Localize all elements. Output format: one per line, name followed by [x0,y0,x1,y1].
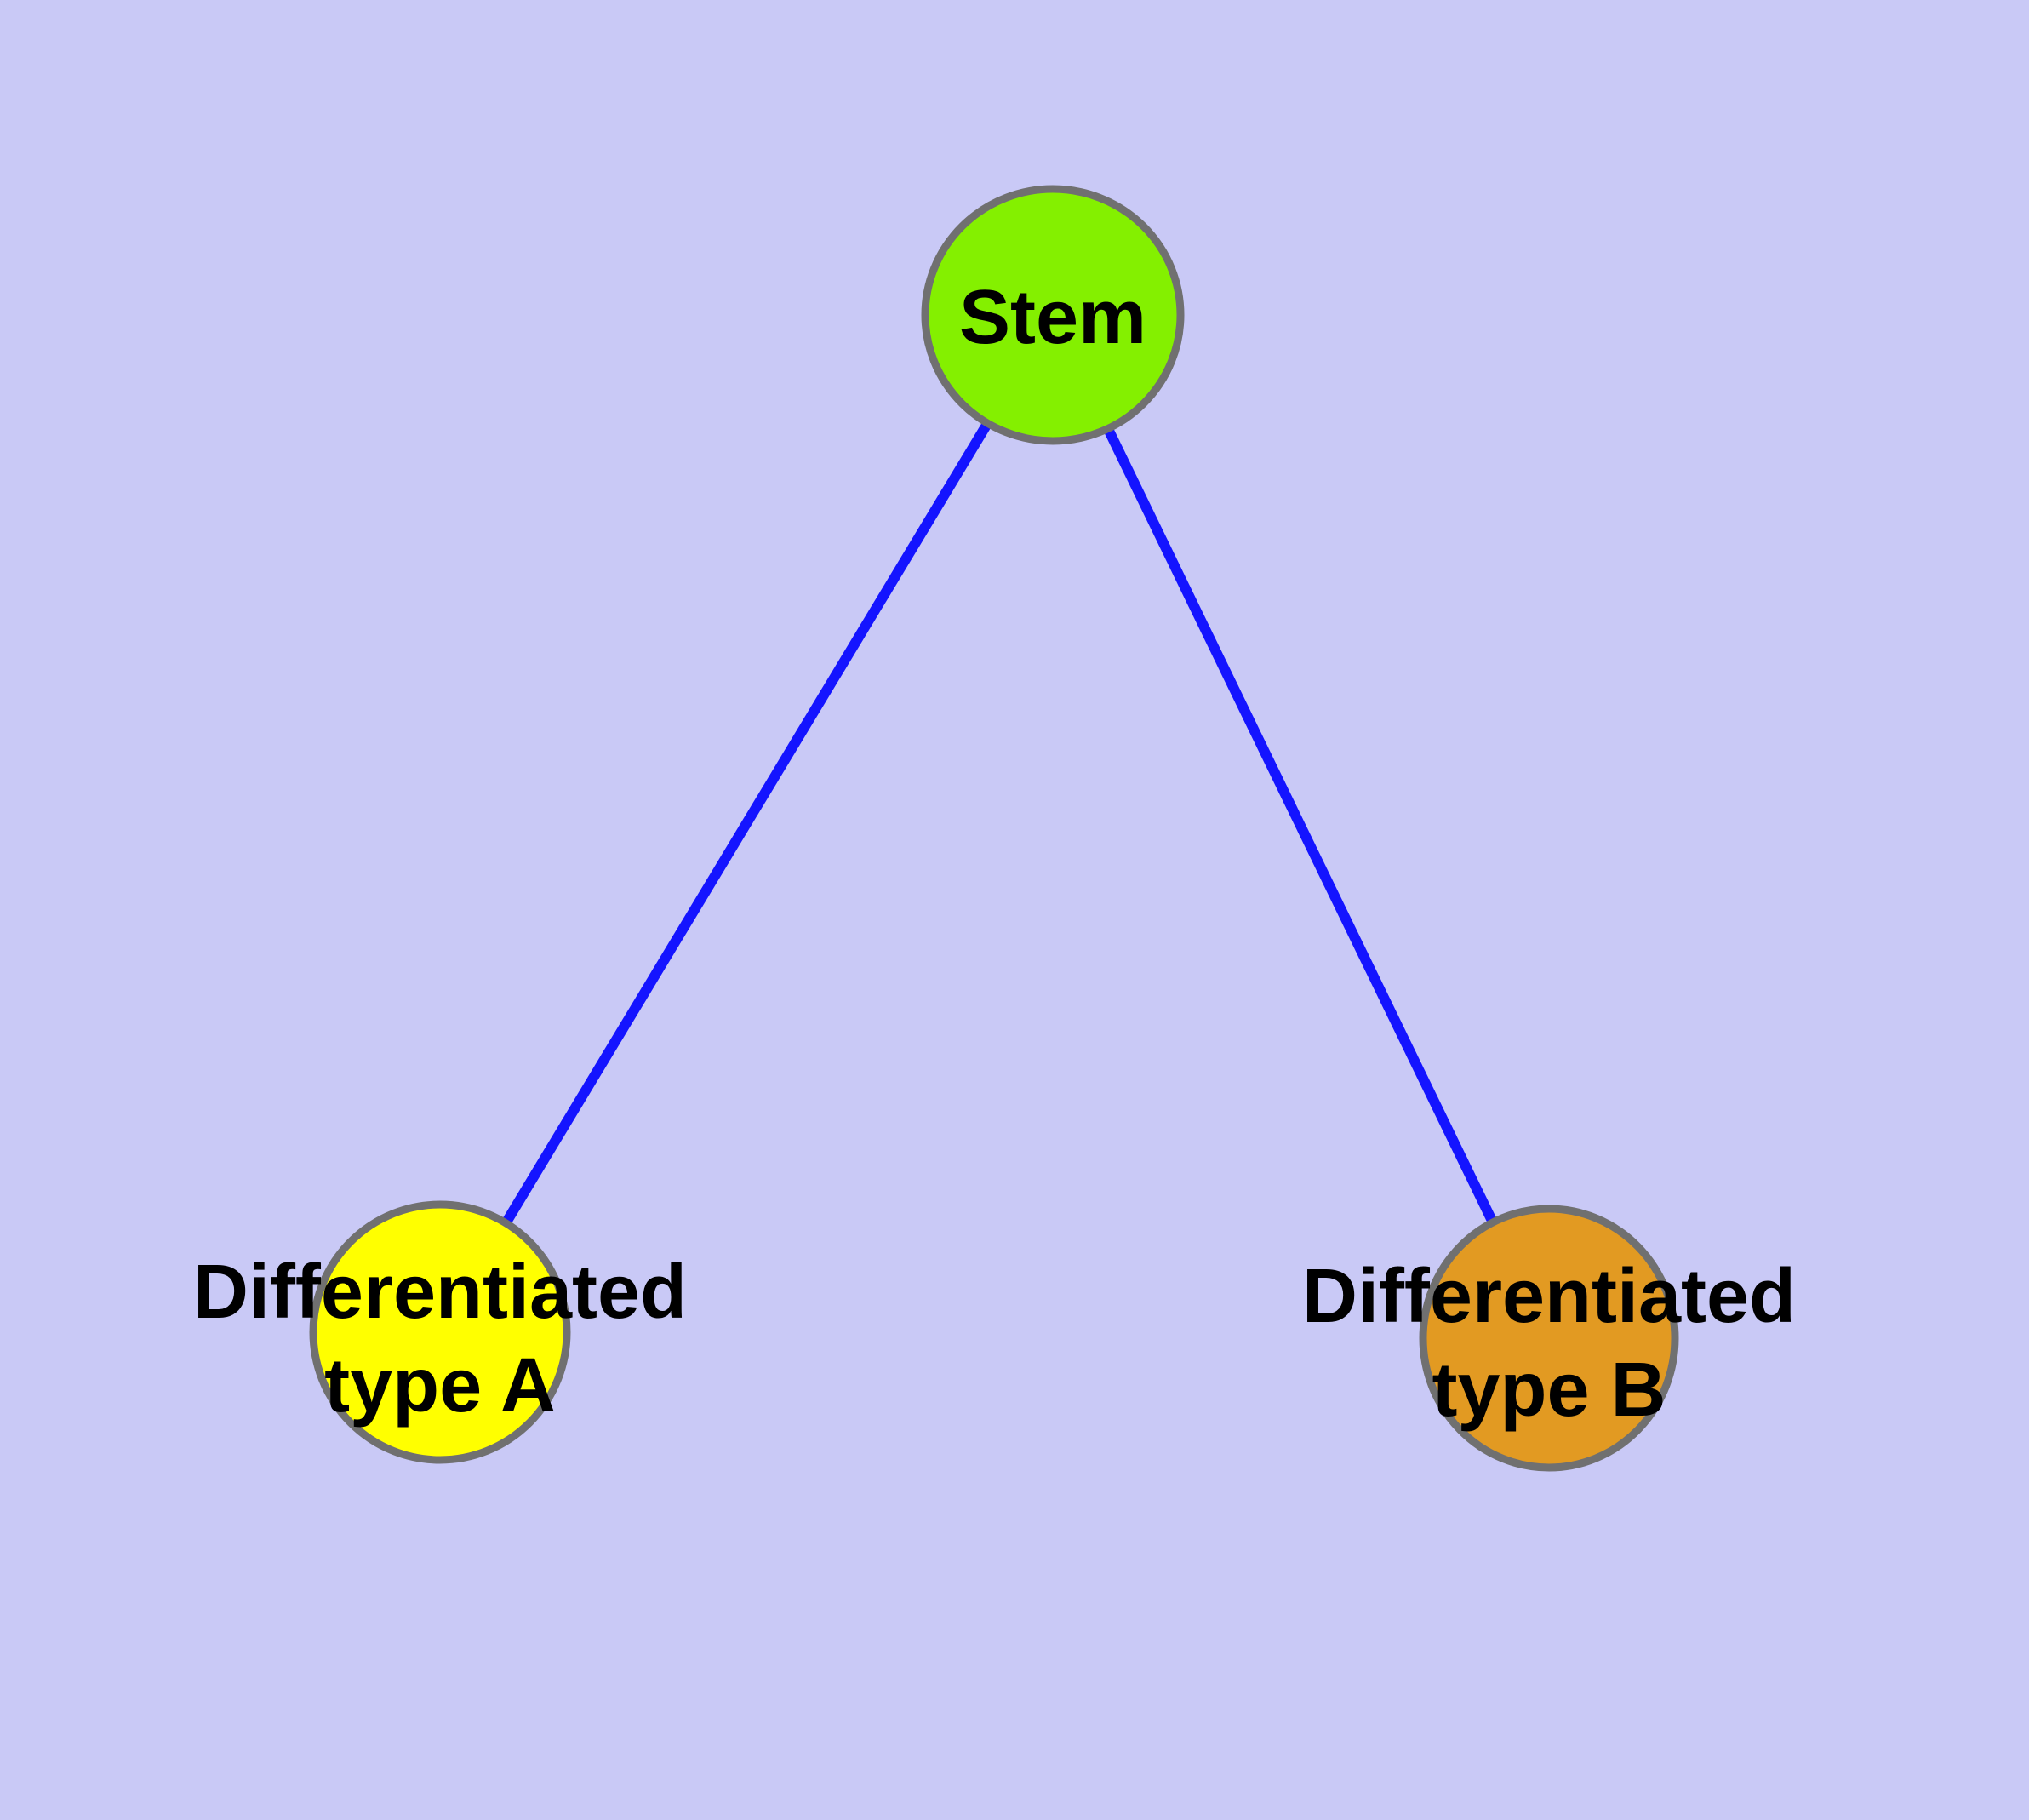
node-stem-circle [921,185,1185,445]
node-type-b-label-line1: Differentiated [1302,1254,1796,1339]
node-type-b-label-line2: type B [1432,1348,1666,1433]
node-type-a-label-line2: type A [324,1343,556,1428]
node-stem-label: Stem [959,275,1146,360]
node-type-a-label-line1: Differentiated [193,1250,687,1335]
edge-stem-to-type-b [1048,312,1554,1341]
node-type-a-circle [309,1200,571,1464]
node-type-b-circle [1419,1205,1679,1472]
edge-stem-to-type-a [435,312,1058,1336]
